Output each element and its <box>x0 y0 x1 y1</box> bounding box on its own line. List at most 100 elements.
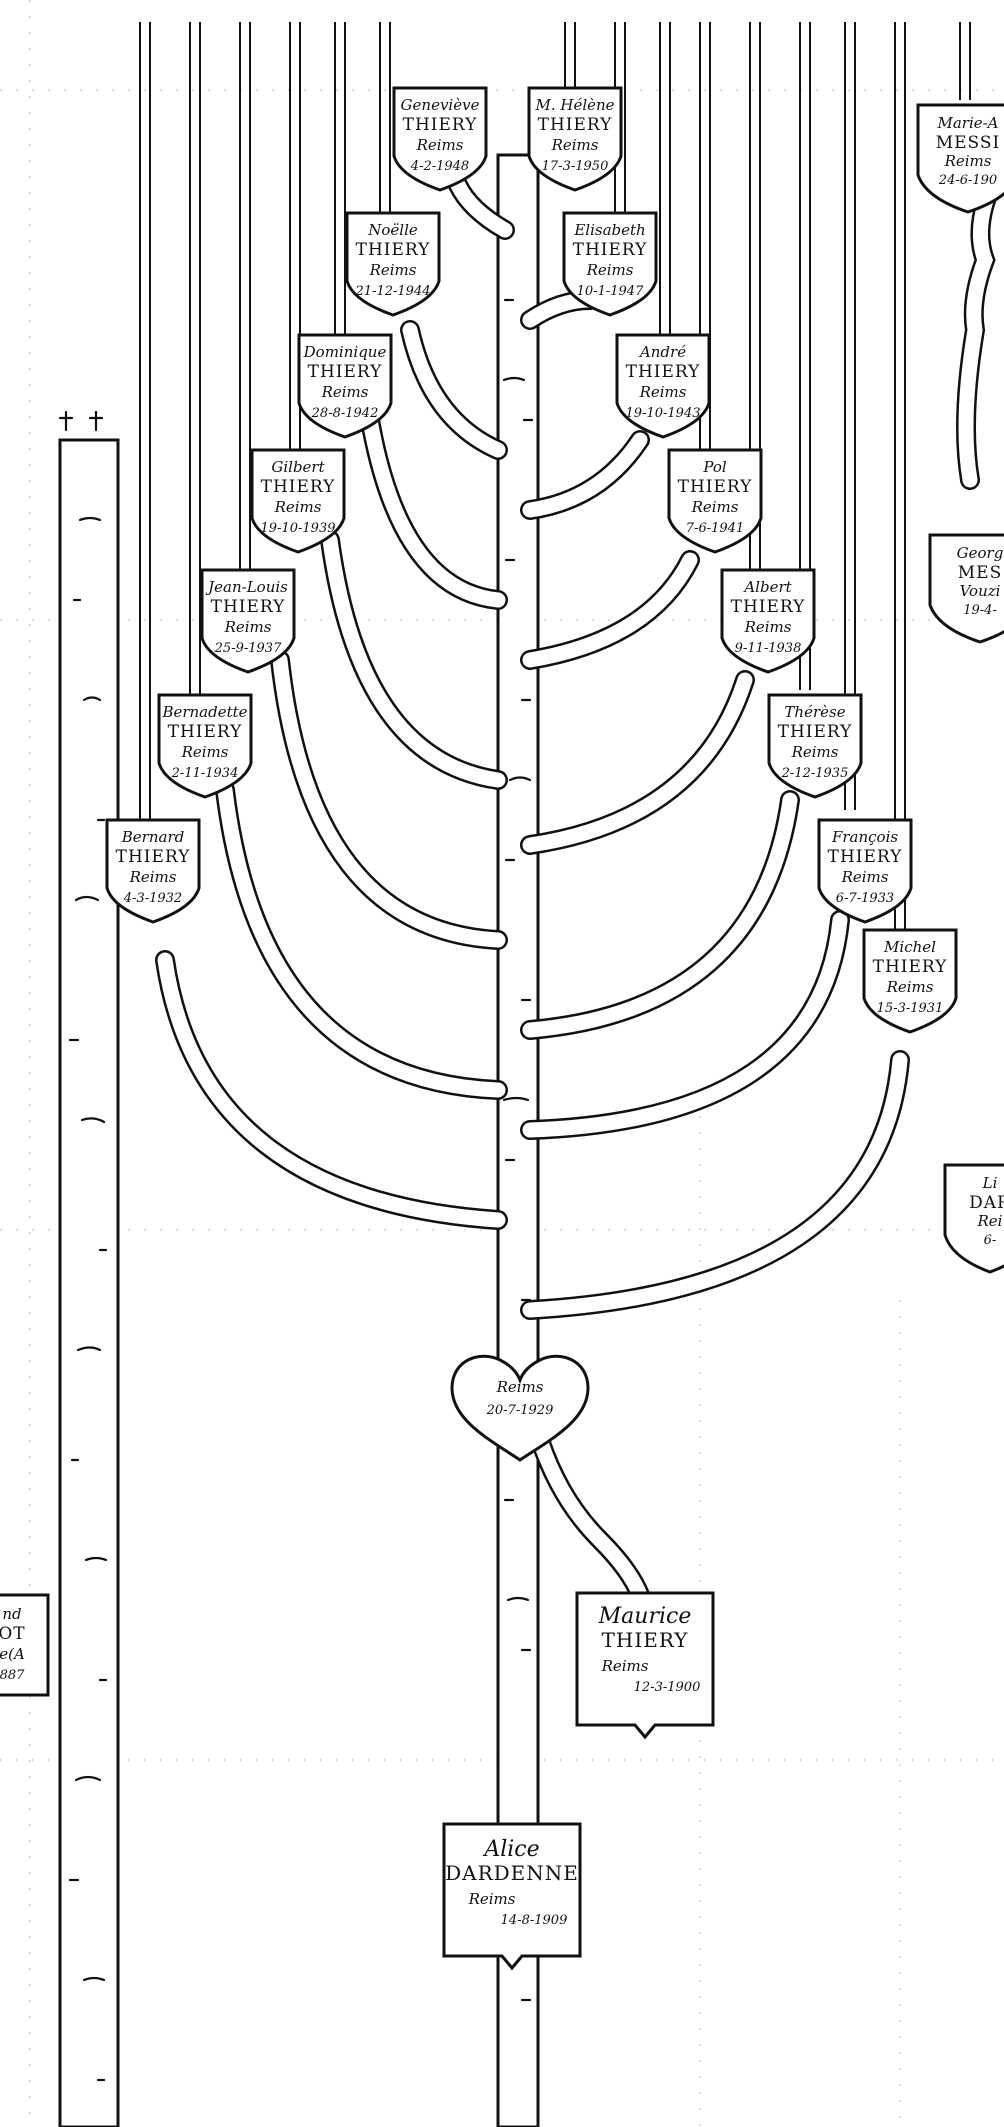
child-first-name: Geneviève <box>401 96 480 114</box>
child-shield: André THIERY Reims 19-10-1943 <box>615 333 711 439</box>
child-shield: Jean-Louis THIERY Reims 25-9-1937 <box>200 568 296 674</box>
edge-shield: Li DAR Rei 6- <box>943 1163 1004 1274</box>
child-shield: Bernard THIERY Reims 4-3-1932 <box>105 818 201 924</box>
child-surname: THIERY <box>538 115 613 135</box>
child-first-name: M. Hélène <box>534 96 614 114</box>
child-date: 15-3-1931 <box>877 1001 944 1016</box>
child-shield: Dominique THIERY Reims 28-8-1942 <box>297 333 393 439</box>
child-place: Reims <box>744 618 792 636</box>
left-birch-trunk <box>58 410 120 2127</box>
child-date: 4-3-1932 <box>123 891 182 906</box>
child-first-name: Michel <box>883 938 936 956</box>
child-date: 7-6-1941 <box>686 521 744 536</box>
child-date: 17-3-1950 <box>542 159 609 174</box>
child-shield: Bernadette THIERY Reims 2-11-1934 <box>157 693 253 799</box>
child-place: Reims <box>274 498 322 516</box>
branches <box>155 175 910 1605</box>
wife-first-name: Alice <box>482 1837 539 1862</box>
child-surname: THIERY <box>168 722 243 742</box>
child-shield: François THIERY Reims 6-7-1933 <box>817 818 913 924</box>
edge-shield: Marie-A MESSI Reims 24-6-190 <box>916 103 1004 214</box>
child-date: 6-7-1933 <box>836 891 894 906</box>
edge-date: 6- <box>984 1233 997 1248</box>
child-date: 10-1-1947 <box>577 284 644 299</box>
edge-surname: MESSI <box>936 133 1001 153</box>
child-place: Reims <box>639 383 687 401</box>
edge-surname: MES <box>958 563 1002 583</box>
husband-place: Reims <box>601 1657 649 1675</box>
child-place: Reims <box>224 618 272 636</box>
marriage-date: 20-7-1929 <box>486 1403 554 1418</box>
edge-date: 19-4- <box>963 603 997 618</box>
wife-place: Reims <box>468 1890 516 1908</box>
husband-first-name: Maurice <box>598 1604 692 1629</box>
child-date: 19-10-1943 <box>626 406 701 421</box>
edge-first-name: Marie-A <box>936 114 998 132</box>
husband-surname: THIERY <box>602 1628 689 1652</box>
edge-right-shields: Marie-A MESSI Reims 24-6-190 Georg MES V… <box>916 103 1004 1274</box>
child-place: Reims <box>691 498 739 516</box>
husband-plaque: Maurice THIERY Reims 12-3-1900 <box>575 1591 715 1740</box>
child-surname: THIERY <box>731 597 806 617</box>
child-place: Reims <box>586 261 634 279</box>
child-date: 21-12-1944 <box>355 284 431 299</box>
edge-place: Rei <box>977 1212 1003 1230</box>
child-place: Reims <box>129 868 177 886</box>
child-place: Reims <box>841 868 889 886</box>
child-date: 2-11-1934 <box>171 766 239 781</box>
child-place: Reims <box>886 978 934 996</box>
edge-shield: Georg MES Vouzi 19-4- <box>928 533 1004 644</box>
child-first-name: Pol <box>702 458 727 476</box>
husband-date: 12-3-1900 <box>634 1680 701 1695</box>
edge-plaque: nd OT e(A 887 <box>0 1593 50 1697</box>
child-surname: THIERY <box>626 362 701 382</box>
child-date: 4-2-1948 <box>410 159 469 174</box>
child-first-name: Thérèse <box>784 703 845 721</box>
child-surname: THIERY <box>356 240 431 260</box>
edge-left-plaques: nd OT e(A 887 <box>0 1593 50 1697</box>
marriage-heart: Reims 20-7-1929 <box>450 1354 590 1462</box>
child-place: Reims <box>321 383 369 401</box>
child-place: Reims <box>416 136 464 154</box>
child-first-name: Jean-Louis <box>205 578 288 596</box>
marriage-place: Reims <box>496 1378 544 1396</box>
child-date: 19-10-1939 <box>261 521 336 536</box>
right-partial-trunk <box>956 150 1004 490</box>
child-place: Reims <box>181 743 229 761</box>
child-first-name: François <box>831 828 898 846</box>
child-first-name: Elisabeth <box>573 221 645 239</box>
child-surname: THIERY <box>211 597 286 617</box>
children-shields: Geneviève THIERY Reims 4-2-1948 M. Hélèn… <box>105 86 958 1034</box>
child-date: 28-8-1942 <box>311 406 379 421</box>
edge-place: Vouzi <box>960 582 1001 600</box>
child-surname: THIERY <box>873 957 948 977</box>
child-first-name: Noëlle <box>367 221 418 239</box>
wife-surname: DARDENNE <box>445 1861 579 1885</box>
child-shield: Elisabeth THIERY Reims 10-1-1947 <box>562 211 658 317</box>
child-first-name: Albert <box>742 578 792 596</box>
child-shield: Noëlle THIERY Reims 21-12-1944 <box>345 211 441 317</box>
child-surname: THIERY <box>261 477 336 497</box>
child-shield: M. Hélène THIERY Reims 17-3-1950 <box>527 86 623 192</box>
edge-date: 887 <box>0 1668 25 1683</box>
child-date: 2-12-1935 <box>781 766 849 781</box>
child-first-name: Gilbert <box>271 458 325 476</box>
child-surname: THIERY <box>828 847 903 867</box>
edge-surname: DAR <box>969 1193 1004 1213</box>
child-place: Reims <box>551 136 599 154</box>
child-place: Reims <box>791 743 839 761</box>
child-date: 25-9-1937 <box>214 641 282 656</box>
child-surname: THIERY <box>308 362 383 382</box>
edge-date: 24-6-190 <box>938 173 997 188</box>
child-first-name: Bernadette <box>161 703 247 721</box>
child-surname: THIERY <box>678 477 753 497</box>
child-shield: Geneviève THIERY Reims 4-2-1948 <box>392 86 488 192</box>
child-shield: Gilbert THIERY Reims 19-10-1939 <box>250 448 346 554</box>
child-place: Reims <box>369 261 417 279</box>
edge-place: Reims <box>944 152 992 170</box>
edge-place: e(A <box>0 1645 25 1663</box>
child-surname: THIERY <box>403 115 478 135</box>
child-date: 9-11-1938 <box>735 641 802 656</box>
child-shield: Thérèse THIERY Reims 2-12-1935 <box>767 693 863 799</box>
edge-first-name: Georg <box>957 544 1004 562</box>
